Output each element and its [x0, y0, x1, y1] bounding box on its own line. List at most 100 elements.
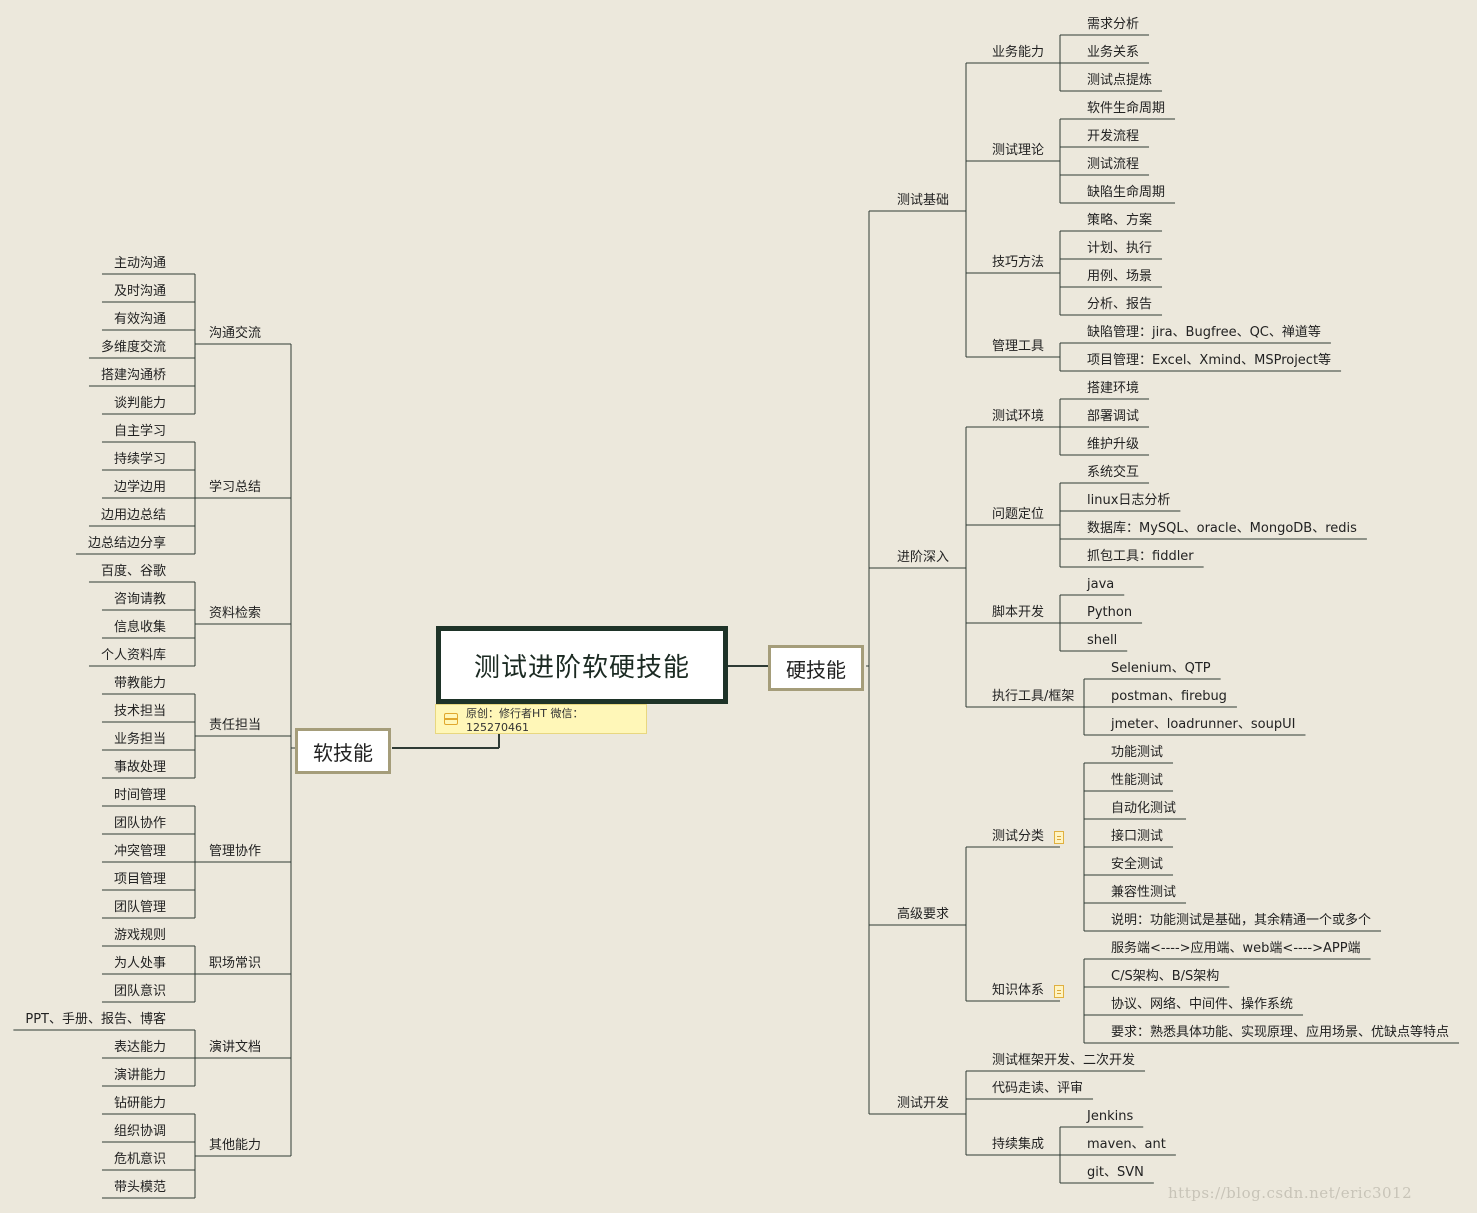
soft-leaf-4-3[interactable]: 项目管理: [113, 872, 166, 887]
hard-leaf-2-0-0[interactable]: 功能测试: [1111, 745, 1164, 760]
hard-leaf-1-1-0[interactable]: 系统交互: [1087, 465, 1140, 480]
hard-leaf-1-1-1[interactable]: linux日志分析: [1087, 493, 1171, 508]
hard-sub-2-1[interactable]: 知识体系: [992, 983, 1045, 998]
hard-leaf-1-3-1[interactable]: postman、firebug: [1111, 689, 1227, 704]
hard-sub-0-3[interactable]: 管理工具: [992, 339, 1045, 354]
hard-leaf-1-0-2[interactable]: 维护升级: [1087, 437, 1140, 452]
hard-leaf-0-0-2[interactable]: 测试点提炼: [1087, 73, 1153, 88]
soft-group-1[interactable]: 学习总结: [209, 480, 262, 495]
note-doc-icon[interactable]: [1054, 985, 1065, 998]
soft-leaf-0-4[interactable]: 搭建沟通桥: [100, 368, 166, 383]
soft-leaf-2-3[interactable]: 个人资料库: [100, 648, 166, 663]
hard-leaf-2-0-5[interactable]: 兼容性测试: [1111, 885, 1177, 900]
hard-leaf-0-1-0[interactable]: 软件生命周期: [1087, 101, 1166, 116]
hard-sub-1-0[interactable]: 测试环境: [992, 409, 1045, 424]
soft-leaf-6-1[interactable]: 表达能力: [113, 1040, 166, 1055]
hard-leaf-0-3-0[interactable]: 缺陷管理：jira、Bugfree、QC、禅道等: [1087, 325, 1321, 340]
soft-leaf-1-1[interactable]: 持续学习: [113, 452, 166, 467]
hard-leaf-1-3-0[interactable]: Selenium、QTP: [1111, 661, 1211, 676]
hard-group-3[interactable]: 测试开发: [897, 1096, 950, 1111]
soft-group-4[interactable]: 管理协作: [209, 844, 262, 859]
note-doc-icon[interactable]: [1054, 831, 1065, 844]
hard-leaf-1-1-3[interactable]: 抓包工具：fiddler: [1087, 549, 1194, 564]
hard-leaf-1-2-1[interactable]: Python: [1087, 605, 1133, 620]
soft-group-3[interactable]: 责任担当: [209, 718, 262, 733]
hard-leaf-0-2-0[interactable]: 策略、方案: [1087, 213, 1153, 228]
soft-group-7[interactable]: 其他能力: [209, 1138, 262, 1153]
soft-leaf-4-2[interactable]: 冲突管理: [113, 844, 166, 859]
hard-leaf-2-0-6[interactable]: 说明：功能测试是基础，其余精通一个或多个: [1111, 913, 1372, 928]
soft-leaf-7-0[interactable]: 钻研能力: [113, 1096, 166, 1111]
soft-leaf-1-3[interactable]: 边用边总结: [100, 508, 166, 523]
hard-sub-1-1[interactable]: 问题定位: [992, 507, 1045, 522]
soft-leaf-3-3[interactable]: 事故处理: [113, 760, 166, 775]
soft-leaf-7-2[interactable]: 危机意识: [113, 1152, 166, 1167]
soft-group-0[interactable]: 沟通交流: [209, 326, 262, 341]
hard-leaf-2-1-0[interactable]: 服务端<---->应用端、web端<---->APP端: [1111, 941, 1361, 956]
hard-leaf-3-2-1[interactable]: maven、ant: [1087, 1137, 1166, 1152]
soft-leaf-1-0[interactable]: 自主学习: [113, 424, 166, 439]
hard-leaf-2-1-1[interactable]: C/S架构、B/S架构: [1111, 969, 1220, 984]
soft-leaf-3-2[interactable]: 业务担当: [113, 732, 166, 747]
hard-sub-3-0[interactable]: 测试框架开发、二次开发: [992, 1053, 1136, 1068]
hard-leaf-0-0-1[interactable]: 业务关系: [1087, 45, 1140, 60]
soft-group-2[interactable]: 资料检索: [209, 606, 262, 621]
hard-leaf-1-3-2[interactable]: jmeter、loadrunner、soupUI: [1111, 717, 1296, 732]
hard-leaf-0-2-1[interactable]: 计划、执行: [1087, 241, 1153, 256]
soft-leaf-7-1[interactable]: 组织协调: [113, 1124, 166, 1139]
root-topic[interactable]: 测试进阶软硬技能: [436, 626, 728, 704]
hard-leaf-0-1-3[interactable]: 缺陷生命周期: [1087, 185, 1166, 200]
hard-leaf-2-1-2[interactable]: 协议、网络、中间件、操作系统: [1111, 997, 1294, 1012]
hard-sub-0-1[interactable]: 测试理论: [992, 143, 1045, 158]
soft-leaf-1-4[interactable]: 边总结边分享: [87, 536, 166, 551]
soft-group-6[interactable]: 演讲文档: [209, 1040, 262, 1055]
soft-leaf-1-2[interactable]: 边学边用: [113, 480, 166, 495]
hard-sub-1-2[interactable]: 脚本开发: [992, 605, 1045, 620]
hard-leaf-1-2-0[interactable]: java: [1087, 577, 1115, 592]
hard-skills-topic[interactable]: 硬技能: [768, 645, 864, 691]
hard-sub-3-1[interactable]: 代码走读、评审: [992, 1081, 1084, 1096]
hard-sub-1-3[interactable]: 执行工具/框架: [992, 689, 1075, 704]
hard-leaf-0-2-2[interactable]: 用例、场景: [1087, 269, 1153, 284]
hard-sub-0-0[interactable]: 业务能力: [992, 45, 1045, 60]
hard-leaf-3-2-0[interactable]: Jenkins: [1087, 1109, 1134, 1124]
soft-leaf-0-3[interactable]: 多维度交流: [100, 340, 166, 355]
soft-leaf-4-0[interactable]: 时间管理: [113, 788, 166, 803]
hard-leaf-3-2-2[interactable]: git、SVN: [1087, 1165, 1144, 1180]
hard-leaf-0-0-0[interactable]: 需求分析: [1087, 17, 1140, 32]
soft-leaf-0-2[interactable]: 有效沟通: [113, 312, 166, 327]
soft-leaf-2-1[interactable]: 咨询请教: [113, 592, 166, 607]
soft-leaf-6-2[interactable]: 演讲能力: [113, 1068, 166, 1083]
hard-leaf-0-1-2[interactable]: 测试流程: [1087, 157, 1140, 172]
hard-leaf-1-1-2[interactable]: 数据库：MySQL、oracle、MongoDB、redis: [1087, 521, 1357, 536]
hard-leaf-2-0-1[interactable]: 性能测试: [1111, 773, 1164, 788]
soft-leaf-0-1[interactable]: 及时沟通: [113, 284, 166, 299]
soft-group-5[interactable]: 职场常识: [209, 956, 262, 971]
soft-leaf-2-2[interactable]: 信息收集: [113, 620, 166, 635]
soft-skills-topic[interactable]: 软技能: [295, 728, 391, 774]
soft-leaf-0-5[interactable]: 谈判能力: [113, 396, 166, 411]
hard-leaf-2-1-3[interactable]: 要求：熟悉具体功能、实现原理、应用场景、优缺点等特点: [1111, 1025, 1450, 1040]
hard-leaf-0-1-1[interactable]: 开发流程: [1087, 129, 1140, 144]
soft-leaf-5-2[interactable]: 团队意识: [113, 984, 166, 999]
soft-leaf-7-3[interactable]: 带头模范: [113, 1180, 166, 1195]
hard-leaf-2-0-2[interactable]: 自动化测试: [1111, 801, 1177, 816]
hard-group-0[interactable]: 测试基础: [897, 193, 950, 208]
hard-group-1[interactable]: 进阶深入: [897, 550, 950, 565]
hard-leaf-1-2-2[interactable]: shell: [1087, 633, 1118, 648]
soft-leaf-0-0[interactable]: 主动沟通: [113, 256, 166, 271]
hard-leaf-2-0-4[interactable]: 安全测试: [1111, 857, 1164, 872]
soft-leaf-3-0[interactable]: 带教能力: [113, 676, 166, 691]
soft-leaf-4-1[interactable]: 团队协作: [113, 816, 166, 831]
hard-leaf-0-3-1[interactable]: 项目管理：Excel、Xmind、MSProject等: [1087, 353, 1332, 368]
hard-group-2[interactable]: 高级要求: [897, 907, 950, 922]
hard-leaf-1-0-1[interactable]: 部署调试: [1087, 409, 1140, 424]
hard-leaf-1-0-0[interactable]: 搭建环境: [1087, 381, 1140, 396]
soft-leaf-5-1[interactable]: 为人处事: [113, 956, 166, 971]
hard-sub-2-0[interactable]: 测试分类: [992, 829, 1045, 844]
soft-leaf-5-0[interactable]: 游戏规则: [113, 928, 166, 943]
soft-leaf-6-0[interactable]: PPT、手册、报告、博客: [25, 1012, 166, 1027]
soft-leaf-2-0[interactable]: 百度、谷歌: [100, 564, 166, 579]
hard-sub-0-2[interactable]: 技巧方法: [992, 255, 1045, 270]
hard-leaf-2-0-3[interactable]: 接口测试: [1111, 829, 1164, 844]
